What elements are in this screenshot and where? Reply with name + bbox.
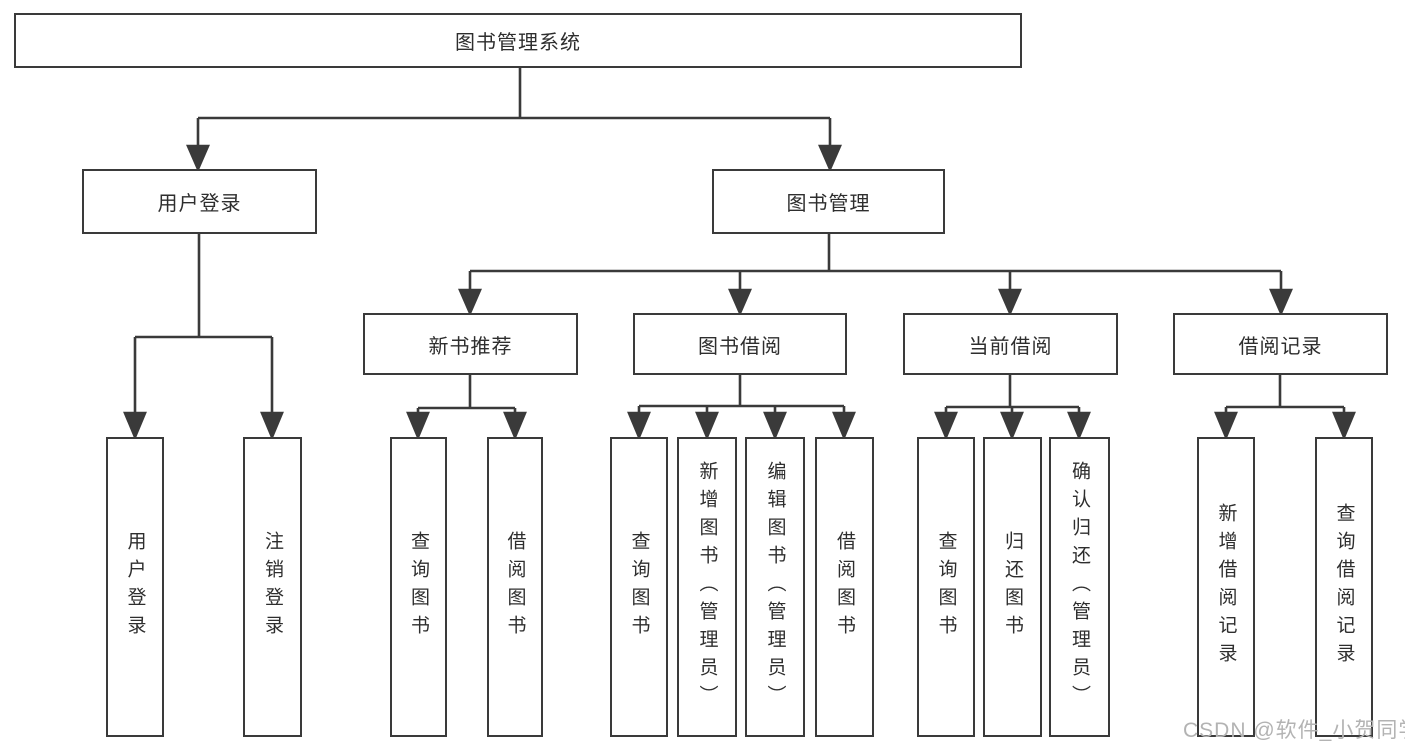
leaf-edit-book-admin: 编辑图书（管理员） bbox=[745, 437, 805, 737]
leaf-query-borrow-record: 查询借阅记录 bbox=[1315, 437, 1373, 737]
arrowhead bbox=[1067, 411, 1091, 441]
arrowhead bbox=[1269, 288, 1293, 317]
leaf-add-book-admin: 新增图书（管理员） bbox=[677, 437, 737, 737]
arrowhead bbox=[998, 288, 1022, 317]
leaf-query-book-recommend-label: 查询图书 bbox=[408, 531, 429, 643]
arrowhead bbox=[695, 411, 719, 441]
node-book-management-label: 图书管理 bbox=[786, 193, 871, 215]
node-borrowing-records-label: 借阅记录 bbox=[1238, 335, 1323, 358]
node-book-management: 图书管理 bbox=[712, 169, 945, 234]
edge-management-to-level3 bbox=[458, 234, 1293, 317]
leaf-user-login-label: 用户登录 bbox=[124, 531, 146, 643]
leaf-query-book-current-label: 查询图书 bbox=[935, 531, 957, 643]
leaf-borrow-book-borrowing: 借阅图书 bbox=[815, 437, 874, 737]
arrowhead bbox=[1000, 411, 1024, 441]
leaf-query-borrow-record-label: 查询借阅记录 bbox=[1333, 503, 1355, 671]
leaf-query-book-borrowing: 查询图书 bbox=[610, 437, 668, 737]
leaf-return-book-label: 归还图书 bbox=[1002, 531, 1023, 643]
leaf-logout: 注销登录 bbox=[243, 437, 302, 737]
arrowhead bbox=[627, 411, 651, 441]
arrowhead bbox=[123, 411, 147, 441]
edge-root-to-level2 bbox=[186, 68, 842, 173]
leaf-add-borrow-record-label: 新增借阅记录 bbox=[1215, 503, 1237, 671]
node-root: 图书管理系统 bbox=[14, 13, 1022, 68]
leaf-query-book-current: 查询图书 bbox=[917, 437, 975, 737]
arrowhead bbox=[1332, 411, 1356, 441]
node-book-borrowing: 图书借阅 bbox=[633, 313, 847, 375]
node-new-book-recommend-label: 新书推荐 bbox=[428, 335, 513, 358]
node-book-borrowing-label: 图书借阅 bbox=[698, 335, 782, 358]
arrowhead bbox=[186, 144, 210, 173]
node-new-book-recommend: 新书推荐 bbox=[363, 313, 578, 375]
leaf-borrow-book-recommend-label: 借阅图书 bbox=[504, 531, 526, 643]
leaf-query-book-borrowing-label: 查询图书 bbox=[628, 531, 650, 643]
edge-records-to-leaves bbox=[1214, 375, 1356, 441]
edge-recommend-to-leaves bbox=[406, 375, 527, 441]
arrowhead bbox=[406, 411, 430, 441]
arrowhead bbox=[260, 411, 284, 441]
arrowhead bbox=[818, 144, 842, 173]
leaf-add-book-admin-label: 新增图书（管理员） bbox=[696, 461, 718, 713]
arrowhead bbox=[458, 288, 482, 317]
node-root-label: 图书管理系统 bbox=[455, 32, 581, 54]
arrowhead bbox=[1214, 411, 1238, 441]
arrowhead bbox=[934, 411, 958, 441]
node-borrowing-records: 借阅记录 bbox=[1173, 313, 1388, 375]
node-current-borrowing-label: 当前借阅 bbox=[968, 335, 1053, 358]
leaf-query-book-recommend: 查询图书 bbox=[390, 437, 447, 737]
arrowhead bbox=[728, 288, 752, 317]
leaf-borrow-book-recommend: 借阅图书 bbox=[487, 437, 543, 737]
leaf-edit-book-admin-label: 编辑图书（管理员） bbox=[764, 461, 786, 713]
leaf-confirm-return-admin-label: 确认归还（管理员） bbox=[1069, 461, 1090, 713]
leaf-borrow-book-borrowing-label: 借阅图书 bbox=[834, 531, 855, 643]
leaf-confirm-return-admin: 确认归还（管理员） bbox=[1049, 437, 1110, 737]
leaf-user-login: 用户登录 bbox=[106, 437, 164, 737]
edge-current-to-leaves bbox=[934, 375, 1091, 441]
csdn-watermark: CSDN @软件_小贺同学 bbox=[1183, 719, 1405, 742]
node-current-borrowing: 当前借阅 bbox=[903, 313, 1118, 375]
arrowhead bbox=[503, 411, 527, 441]
arrowhead bbox=[763, 411, 787, 441]
leaf-logout-label: 注销登录 bbox=[262, 531, 283, 643]
edge-borrowing-to-leaves bbox=[627, 375, 856, 441]
edge-user-login-to-leaves bbox=[123, 234, 284, 441]
node-user-login-label: 用户登录 bbox=[157, 193, 242, 215]
node-user-login: 用户登录 bbox=[82, 169, 317, 234]
leaf-add-borrow-record: 新增借阅记录 bbox=[1197, 437, 1255, 737]
leaf-return-book: 归还图书 bbox=[983, 437, 1042, 737]
arrowhead bbox=[832, 411, 856, 441]
